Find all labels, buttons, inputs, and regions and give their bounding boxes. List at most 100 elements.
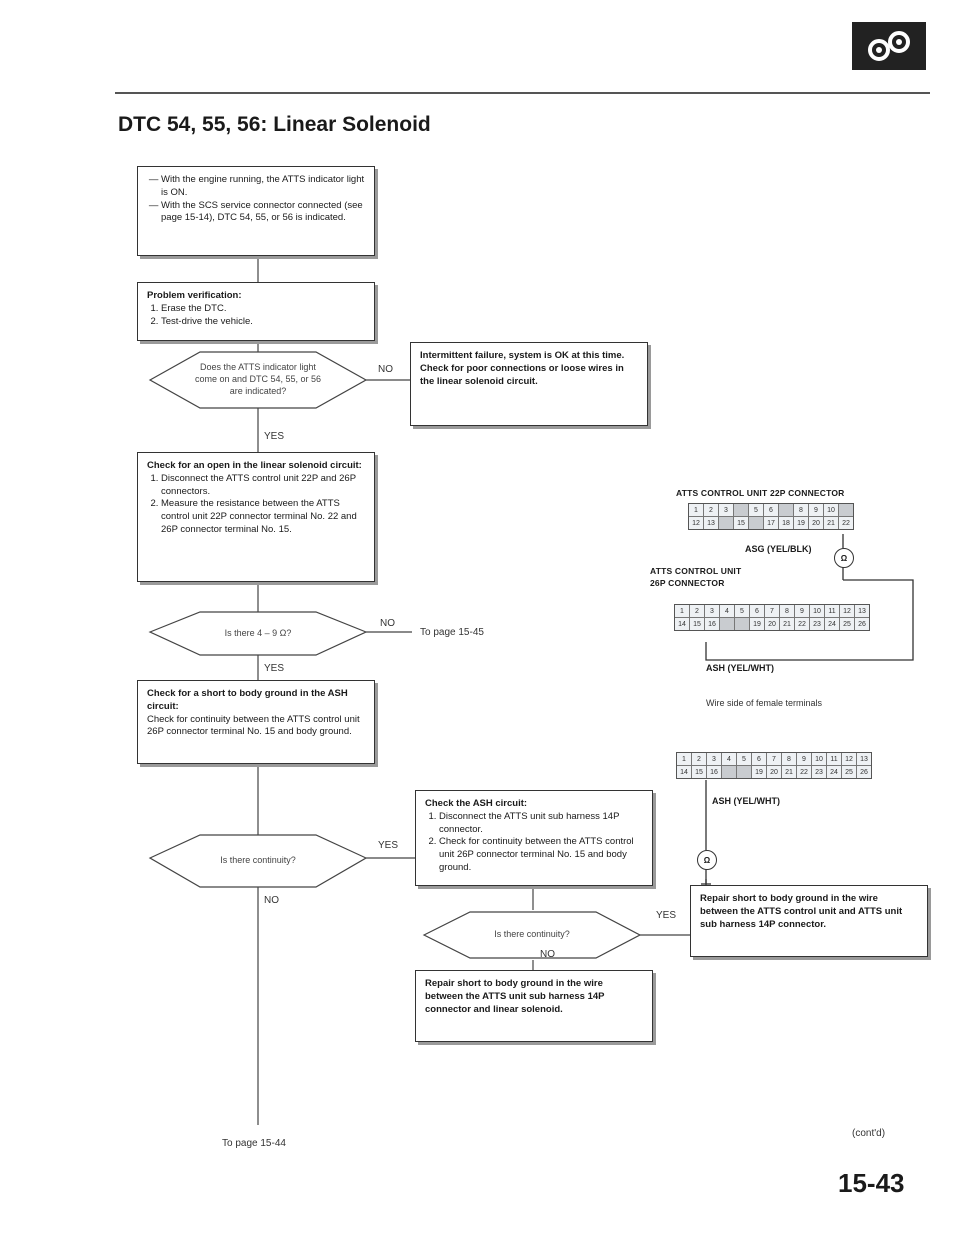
decision-indicator-light: Does the ATTS indicator light come on an… <box>194 362 322 396</box>
start-condition-box: With the engine running, the ATTS indica… <box>137 166 375 256</box>
connector-26p-terminal: 3 <box>705 605 719 617</box>
connector-26p-second-terminal: 9 <box>797 753 811 765</box>
connector-22p-terminal: 12 <box>689 517 703 529</box>
no-label-3: NO <box>264 895 279 906</box>
page-number: 15-43 <box>838 1168 905 1198</box>
connector-26p-second-terminal: 6 <box>752 753 766 765</box>
open-check-title: Check for an open in the linear solenoid… <box>147 460 362 471</box>
repair1-text: Repair short to body ground in the wire … <box>700 893 903 930</box>
connector-26p-second-terminal: 23 <box>812 766 826 778</box>
connector-26p-terminal: 19 <box>750 618 764 630</box>
connector-26p-second-terminal: 10 <box>812 753 826 765</box>
ash-wire-label: ASH (YEL/WHT) <box>706 663 774 673</box>
connector-26p-second-terminal <box>722 766 736 778</box>
connector-26p-terminal: 9 <box>795 605 809 617</box>
problem-verification-box: Problem verification: Erase the DTC. Tes… <box>137 282 375 341</box>
connector-26p-second-terminal: 3 <box>707 753 721 765</box>
ash-check-title: Check the ASH circuit: <box>425 798 528 809</box>
connector-26p-terminal: 10 <box>810 605 824 617</box>
connector-26p-second-terminal: 11 <box>827 753 841 765</box>
connector-26p-terminal: 21 <box>780 618 794 630</box>
wire-side-note: Wire side of female terminals <box>706 698 823 708</box>
connector-26p-terminal: 13 <box>855 605 869 617</box>
connector-26p-terminal: 25 <box>840 618 854 630</box>
start-line-2: With the SCS service connector connected… <box>161 200 365 226</box>
ohm-meter-icon-1: Ω <box>834 548 854 568</box>
connector-26p-second-terminal: 20 <box>767 766 781 778</box>
intermittent-text: Intermittent failure, system is OK at th… <box>420 350 625 387</box>
no-label-4: NO <box>540 949 555 960</box>
to-page-44-link[interactable]: To page 15-44 <box>222 1138 286 1149</box>
connector-26p-terminal: 12 <box>840 605 854 617</box>
connector-26p-terminal: 6 <box>750 605 764 617</box>
connector-26p-second-terminal: 2 <box>692 753 706 765</box>
connector-26p-title-2: 26P CONNECTOR <box>650 578 725 588</box>
ash-wire-label-2: ASH (YEL/WHT) <box>712 796 780 806</box>
connector-26p-second-terminal <box>737 766 751 778</box>
connector-26p-second-terminal: 5 <box>737 753 751 765</box>
open-step-1: Disconnect the ATTS control unit 22P and… <box>161 473 365 499</box>
connector-22p-terminal: 10 <box>824 504 838 516</box>
repair2-text: Repair short to body ground in the wire … <box>425 978 605 1015</box>
connector-26p-second-terminal: 22 <box>797 766 811 778</box>
connector-26p-terminal: 22 <box>795 618 809 630</box>
connector-26p-terminal: 14 <box>675 618 689 630</box>
connector-22p-terminal: 9 <box>809 504 823 516</box>
verify-step-2: Test-drive the vehicle. <box>161 316 365 329</box>
connector-26p-second-terminal: 8 <box>782 753 796 765</box>
connector-26p-terminal: 24 <box>825 618 839 630</box>
ash-step-1: Disconnect the ATTS unit sub harness 14P… <box>439 811 643 837</box>
no-label-1: NO <box>378 364 393 375</box>
connector-26p-terminal: 1 <box>675 605 689 617</box>
yes-label-1: YES <box>264 431 285 442</box>
connector-22p-terminal: 1 <box>689 504 703 516</box>
connector-22p-terminal: 18 <box>779 517 793 529</box>
connector-26p-second-terminal: 4 <box>722 753 736 765</box>
verify-title: Problem verification: <box>147 290 242 301</box>
ash-step-2: Check for continuity between the ATTS co… <box>439 836 643 874</box>
no-label-2: NO <box>380 618 395 629</box>
short-check-title: Check for a short to body ground in the … <box>147 688 348 712</box>
connector-22p-terminal <box>719 517 733 529</box>
connector-26p-second-terminal: 19 <box>752 766 766 778</box>
connector-22p-terminal: 21 <box>824 517 838 529</box>
connector-22p-terminal: 13 <box>704 517 718 529</box>
intermittent-failure-box: Intermittent failure, system is OK at th… <box>410 342 648 426</box>
connector-22p-terminal: 17 <box>764 517 778 529</box>
open-circuit-check-box: Check for an open in the linear solenoid… <box>137 452 375 582</box>
connector-26p-second-terminal: 13 <box>857 753 871 765</box>
gears-logo-icon <box>868 31 910 61</box>
ohm-meter-icon-2: Ω <box>697 850 717 870</box>
decision-resistance: Is there 4 – 9 Ω? <box>224 627 292 638</box>
connector-26p-second-terminal: 25 <box>842 766 856 778</box>
connector-22p-terminal: 19 <box>794 517 808 529</box>
connector-26p-terminal: 15 <box>690 618 704 630</box>
yes-label-2: YES <box>264 663 285 674</box>
connector-22p-title: ATTS CONTROL UNIT 22P CONNECTOR <box>676 488 845 498</box>
connector-26p-second-terminal: 26 <box>857 766 871 778</box>
connector-26p-terminal: 7 <box>765 605 779 617</box>
connector-26p-terminal: 2 <box>690 605 704 617</box>
header-logo <box>852 22 926 70</box>
connector-26p-title-1: ATTS CONTROL UNIT <box>650 566 742 576</box>
connector-26p-second-terminal: 1 <box>677 753 691 765</box>
connector-22p-terminal <box>749 517 763 529</box>
connector-26p-second-terminal: 15 <box>692 766 706 778</box>
connector-26p-second-terminal: 21 <box>782 766 796 778</box>
header-rule <box>115 92 930 94</box>
connector-22p-terminal: 15 <box>734 517 748 529</box>
connector-26p-second-terminal: 16 <box>707 766 721 778</box>
yes-label-3: YES <box>378 840 399 851</box>
decision-continuity-2: Is there continuity? <box>494 929 570 940</box>
connector-22p-terminal <box>734 504 748 516</box>
connector-26p-second-terminal: 7 <box>767 753 781 765</box>
to-page-45-link[interactable]: To page 15-45 <box>420 627 484 638</box>
connector-22p-terminal: 22 <box>839 517 853 529</box>
connector-26p-second-terminal: 24 <box>827 766 841 778</box>
open-step-2: Measure the resistance between the ATTS … <box>161 498 365 536</box>
repair-box-2: Repair short to body ground in the wire … <box>415 970 653 1042</box>
